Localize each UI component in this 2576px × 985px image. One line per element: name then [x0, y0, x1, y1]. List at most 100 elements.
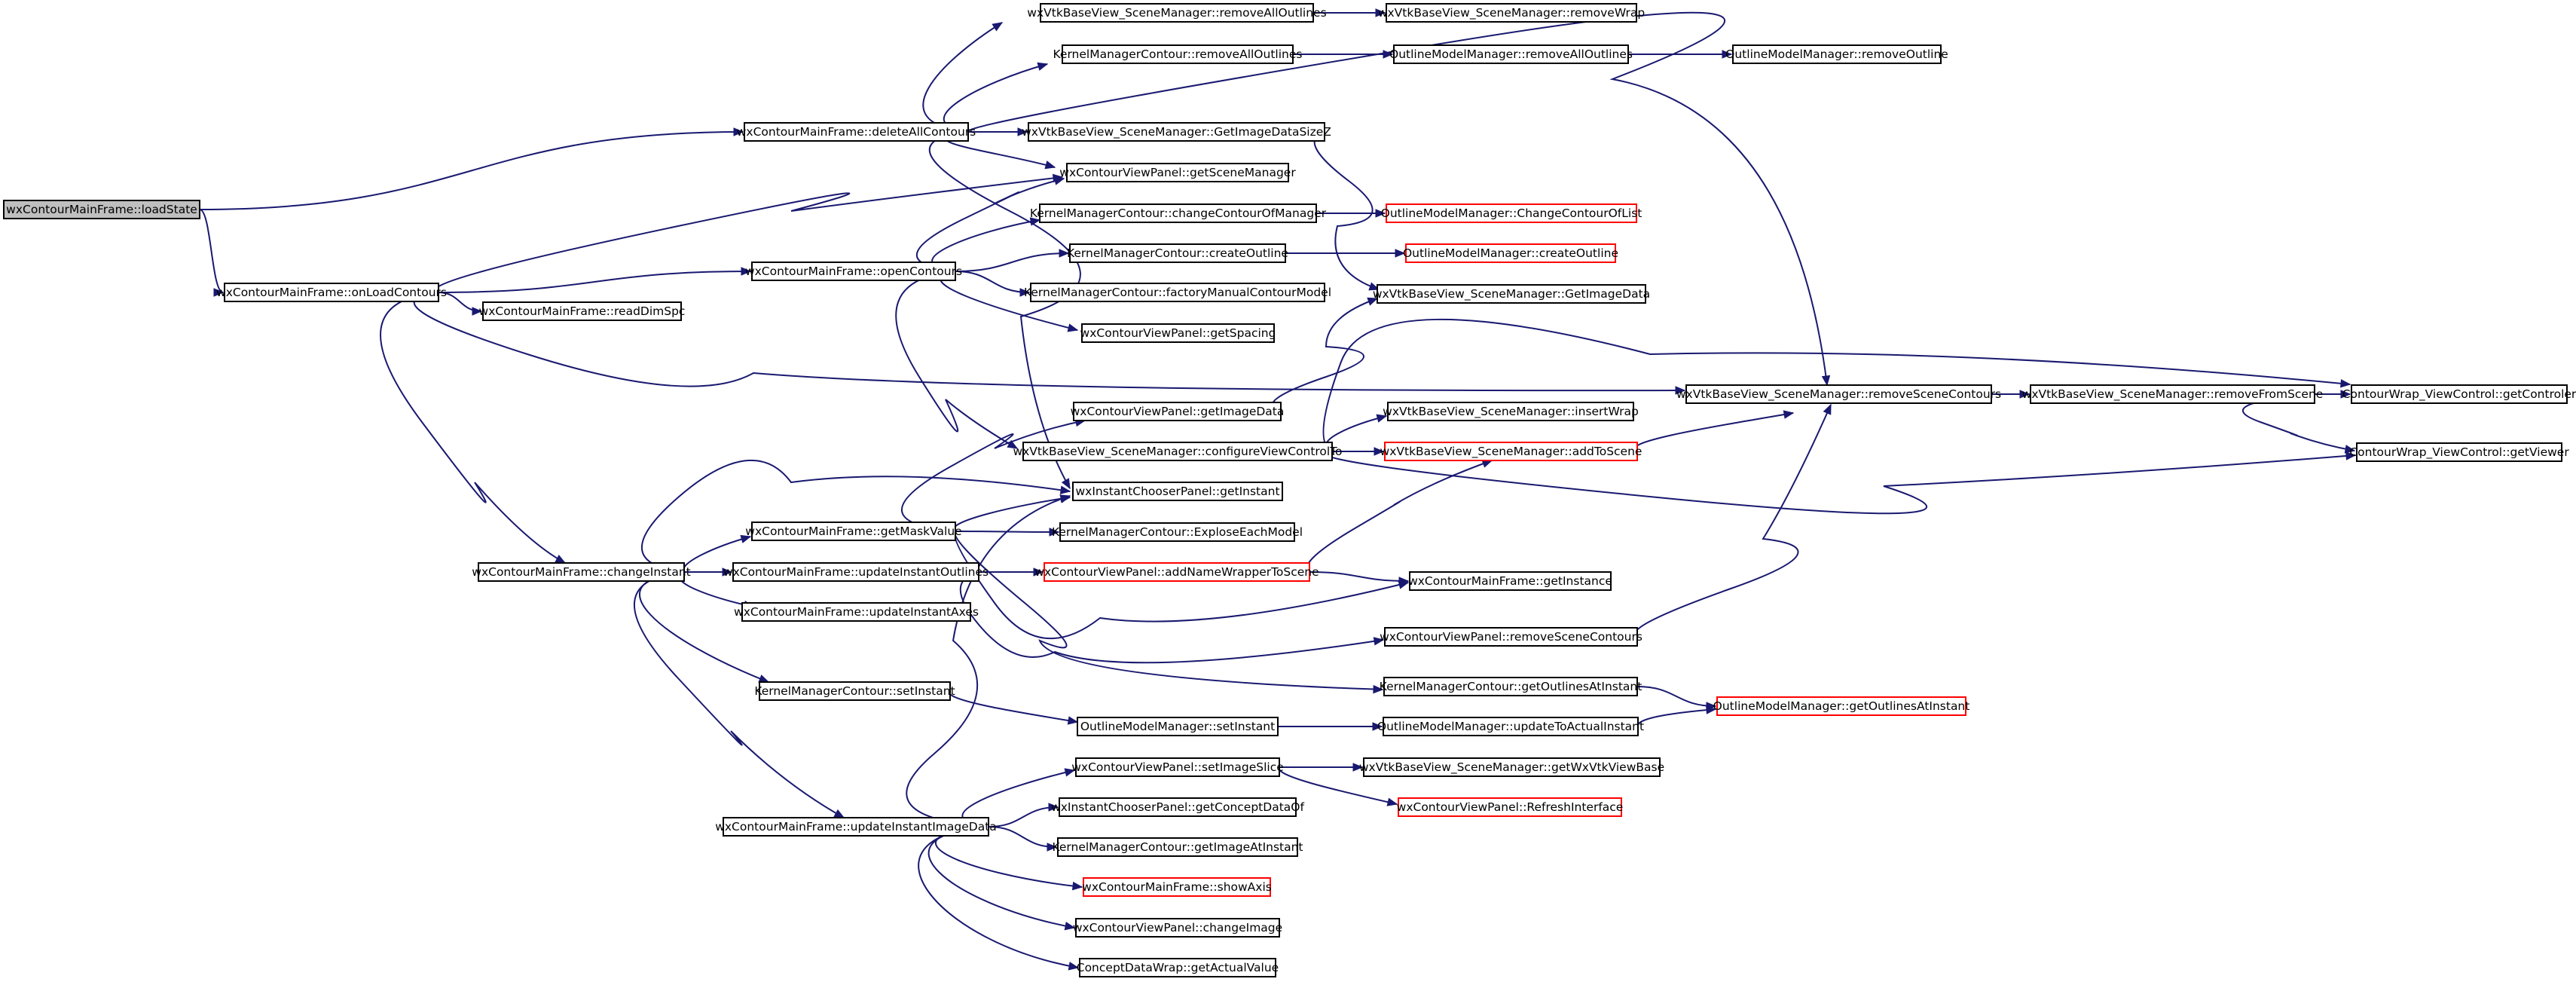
node-box[interactable]	[1405, 243, 1616, 263]
node-box[interactable]	[1383, 677, 1638, 696]
node-box[interactable]	[1022, 442, 1333, 461]
node-om-remove-outline[interactable]: OutlineModelManager::removeOutline	[1725, 44, 1948, 64]
node-box[interactable]	[1079, 958, 1276, 977]
node-box[interactable]	[1075, 918, 1280, 938]
node-load-state[interactable]: wxContourMainFrame::loadState	[3, 200, 200, 219]
node-box[interactable]	[1081, 323, 1275, 343]
node-get-scene-manager[interactable]: wxContourViewPanel::getSceneManager	[1059, 163, 1296, 182]
node-box[interactable]	[1398, 797, 1622, 817]
node-box[interactable]	[1077, 717, 1279, 736]
node-get-actual-value[interactable]: ConceptDataWrap::getActualValue	[1077, 958, 1279, 977]
node-box[interactable]	[1073, 402, 1282, 421]
node-kmc-get-outlines-at-instant[interactable]: KernelManagerContour::getOutlinesAtInsta…	[1380, 677, 1642, 696]
node-box[interactable]	[741, 602, 971, 622]
node-box[interactable]	[1075, 757, 1280, 777]
node-update-instant-image-data[interactable]: wxContourMainFrame::updateInstantImageDa…	[715, 817, 997, 837]
node-box[interactable]	[1377, 284, 1646, 304]
node-get-instance[interactable]: wxContourMainFrame::getInstance	[1408, 571, 1612, 591]
node-update-to-actual-instant[interactable]: OutlineModelManager::updateToActualInsta…	[1377, 717, 1644, 736]
node-om-change-contour-of-list[interactable]: OutlineModelManager::ChangeContourOfList	[1381, 203, 1642, 223]
node-box[interactable]	[1059, 522, 1295, 542]
node-box[interactable]	[2351, 384, 2568, 404]
node-box[interactable]	[1083, 877, 1271, 897]
node-vp-get-image-data[interactable]: wxContourViewPanel::getImageData	[1071, 402, 1285, 421]
node-box[interactable]	[1059, 797, 1297, 817]
node-factory-manual-contour-model[interactable]: KernelManagerContour::factoryManualConto…	[1024, 283, 1331, 302]
node-get-image-data-size-z[interactable]: wxVtkBaseView_SceneManager::GetImageData…	[1022, 122, 1331, 142]
node-icp-get-instant[interactable]: wxInstantChooserPanel::getInstant	[1072, 482, 1283, 501]
node-add-name-wrapper-to-scene[interactable]: wxContourViewPanel::addNameWrapperToScen…	[1034, 562, 1319, 582]
node-add-to-scene[interactable]: wxVtkBaseView_SceneManager::addToScene	[1380, 442, 1642, 461]
node-box[interactable]	[744, 122, 969, 142]
node-read-dim-spc[interactable]: wxContourMainFrame::readDimSpc	[479, 301, 686, 321]
node-explose-each-model[interactable]: KernelManagerContour::ExploseEachModel	[1052, 522, 1303, 542]
node-sm-remove-all-outlines[interactable]: wxVtkBaseView_SceneManager::removeAllOut…	[1027, 3, 1327, 23]
node-sm-remove-wrap[interactable]: wxVtkBaseView_SceneManager::removeWrap	[1378, 3, 1645, 23]
node-box[interactable]	[1384, 627, 1638, 647]
node-box[interactable]	[1040, 3, 1314, 23]
node-get-concept-data-of[interactable]: wxInstantChooserPanel::getConceptDataOf	[1051, 797, 1304, 817]
node-box[interactable]	[1072, 482, 1283, 501]
node-box[interactable]	[751, 522, 956, 541]
node-box[interactable]	[1383, 717, 1639, 736]
node-get-image-at-instant[interactable]: KernelManagerContour::getImageAtInstant	[1052, 837, 1303, 857]
node-om-set-instant[interactable]: OutlineModelManager::setInstant	[1077, 717, 1279, 736]
node-get-viewer[interactable]: ContourWrap_ViewControl::getViewer	[2349, 442, 2569, 462]
node-refresh-interface[interactable]: wxContourViewPanel::RefreshInterface	[1397, 797, 1624, 817]
node-box[interactable]	[2356, 442, 2562, 462]
node-box[interactable]	[1028, 122, 1325, 142]
node-sm-get-image-data[interactable]: wxVtkBaseView_SceneManager::GetImageData	[1373, 284, 1650, 304]
node-box[interactable]	[1384, 442, 1638, 461]
node-box[interactable]	[1044, 562, 1310, 582]
node-show-axis[interactable]: wxContourMainFrame::showAxis	[1082, 877, 1272, 897]
node-configure-view-control-to[interactable]: wxVtkBaseView_SceneManager::configureVie…	[1013, 442, 1343, 461]
node-vp-remove-scene-contours[interactable]: wxContourViewPanel::removeSceneContours	[1380, 627, 1642, 647]
node-get-spacing[interactable]: wxContourViewPanel::getSpacing	[1080, 323, 1276, 343]
node-remove-from-scene[interactable]: wxVtkBaseView_SceneManager::removeFromSc…	[2022, 384, 2324, 404]
node-box[interactable]	[1057, 837, 1298, 857]
node-box[interactable]	[1062, 44, 1294, 64]
node-update-instant-outlines[interactable]: wxContourMainFrame::updateInstantOutline…	[723, 562, 989, 582]
node-box[interactable]	[751, 262, 956, 281]
node-delete-all-contours[interactable]: wxContourMainFrame::deleteAllContours	[737, 122, 976, 142]
node-get-wx-vtk-view-base[interactable]: wxVtkBaseView_SceneManager::getWxVtkView…	[1359, 757, 1664, 777]
node-box[interactable]	[224, 283, 439, 302]
node-change-image[interactable]: wxContourViewPanel::changeImage	[1073, 918, 1282, 938]
node-box[interactable]	[1685, 384, 1992, 404]
node-box[interactable]	[1039, 203, 1317, 223]
node-change-instant[interactable]: wxContourMainFrame::changeInstant	[472, 562, 691, 582]
node-box[interactable]	[723, 817, 989, 837]
node-kmc-set-instant[interactable]: KernelManagerContour::setInstant	[754, 681, 955, 701]
node-box[interactable]	[2030, 384, 2315, 404]
node-change-contour-of-manager[interactable]: KernelManagerContour::changeContourOfMan…	[1030, 203, 1327, 223]
node-om-create-outline[interactable]: OutlineModelManager::createOutline	[1403, 243, 1618, 263]
node-box[interactable]	[1387, 402, 1634, 421]
node-box[interactable]	[759, 681, 951, 701]
node-box[interactable]	[1732, 44, 1942, 64]
node-om-get-outlines-at-instant[interactable]: OutlineModelManager::getOutlinesAtInstan…	[1713, 696, 1970, 716]
node-box[interactable]	[3, 200, 200, 219]
node-insert-wrap[interactable]: wxVtkBaseView_SceneManager::insertWrap	[1383, 402, 1639, 421]
node-get-mask-value[interactable]: wxContourMainFrame::getMaskValue	[745, 522, 962, 541]
node-om-remove-all-outlines[interactable]: OutlineModelManager::removeAllOutlines	[1389, 44, 1633, 64]
node-box[interactable]	[1363, 757, 1661, 777]
node-set-image-slice[interactable]: wxContourViewPanel::setImageSlice	[1071, 757, 1284, 777]
node-update-instant-axes[interactable]: wxContourMainFrame::updateInstantAxes	[734, 602, 979, 622]
node-on-load-contours[interactable]: wxContourMainFrame::onLoadContours	[216, 283, 447, 302]
node-box[interactable]	[1409, 571, 1612, 591]
node-get-controler[interactable]: ContourWrap_ViewControl::getControler	[2342, 384, 2576, 404]
node-kmc-create-outline[interactable]: KernelManagerContour::createOutline	[1067, 243, 1288, 263]
node-box[interactable]	[1716, 696, 1966, 716]
node-box[interactable]	[1069, 243, 1286, 263]
node-box[interactable]	[1386, 203, 1637, 223]
node-box[interactable]	[1030, 283, 1325, 302]
node-box[interactable]	[732, 562, 979, 582]
node-box[interactable]	[478, 562, 685, 582]
node-remove-scene-contours[interactable]: wxVtkBaseView_SceneManager::removeSceneC…	[1676, 384, 2001, 404]
node-box[interactable]	[1393, 44, 1629, 64]
node-box[interactable]	[1066, 163, 1289, 182]
node-box[interactable]	[1386, 3, 1637, 23]
node-kmc-remove-all-outlines[interactable]: KernelManagerContour::removeAllOutlines	[1053, 44, 1303, 64]
node-box[interactable]	[482, 301, 682, 321]
node-open-contours[interactable]: wxContourMainFrame::openContours	[745, 262, 962, 281]
